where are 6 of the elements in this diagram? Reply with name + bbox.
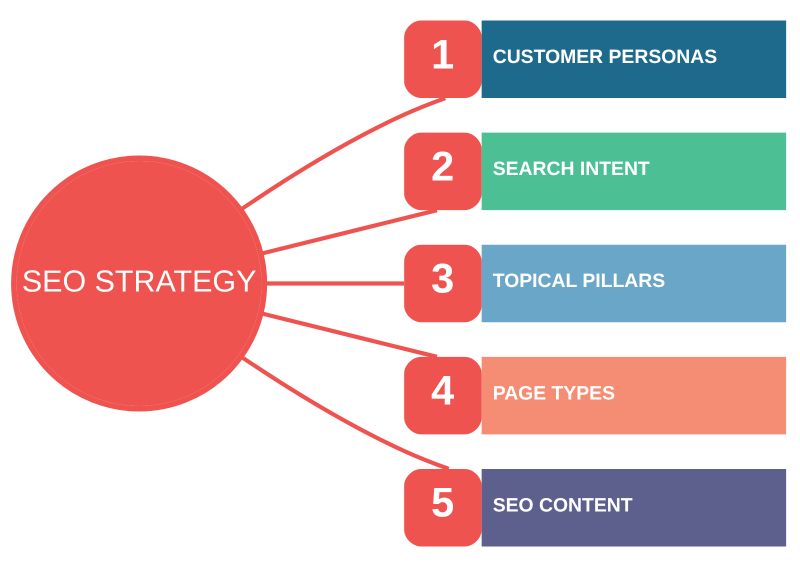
connector bbox=[260, 310, 438, 358]
connector bbox=[239, 96, 446, 212]
connector bbox=[240, 354, 450, 470]
connector bbox=[260, 208, 438, 256]
node-circle: SEO STRATEGY bbox=[11, 154, 268, 412]
connector bbox=[264, 280, 404, 286]
